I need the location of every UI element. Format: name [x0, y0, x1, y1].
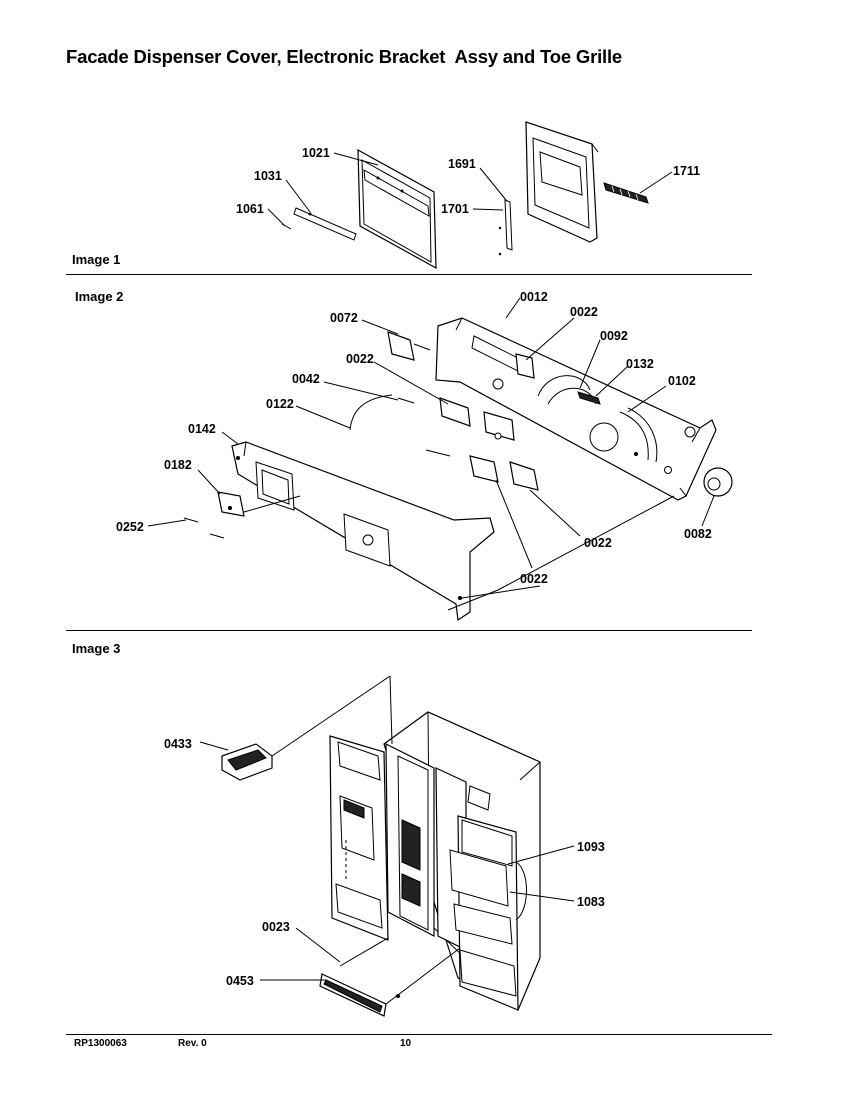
callout-0102: 0102: [668, 374, 696, 388]
part-0022-switch-upper: [439, 353, 535, 441]
part-0132-connector: [577, 391, 601, 405]
callout-0022-c: 0022: [584, 536, 612, 550]
callout-1021: 1021: [302, 146, 330, 160]
callout-0042: 0042: [292, 372, 320, 386]
callout-1093: 1093: [577, 840, 605, 854]
callout-0122: 0122: [266, 397, 294, 411]
footer-doc-number: RP1300063: [74, 1038, 127, 1049]
callout-1701: 1701: [441, 202, 469, 216]
part-1691-1701-bracket: [498, 199, 513, 256]
panel-label-image-2: Image 2: [75, 289, 124, 304]
divider-1: [66, 274, 752, 275]
callout-0092: 0092: [600, 329, 628, 343]
part-0142-toe-plate: [231, 441, 495, 622]
part-dispenser-housing: [525, 121, 599, 243]
callout-0142: 0142: [188, 422, 216, 436]
callout-0453: 0453: [226, 974, 254, 988]
panel-label-image-3: Image 3: [72, 641, 121, 656]
footer-page-number: 10: [400, 1038, 412, 1049]
part-1021-dispenser-cover: [357, 148, 437, 270]
part-0122-wire: [349, 394, 393, 431]
part-0072-capacitor: [387, 331, 431, 361]
callout-0023: 0023: [262, 920, 290, 934]
part-0433-dispenser-grille: [221, 675, 393, 781]
callout-1031: 1031: [254, 169, 282, 183]
callout-0082: 0082: [684, 527, 712, 541]
callout-0022-d: 0022: [520, 572, 548, 586]
callout-1083: 1083: [577, 895, 605, 909]
callout-0072: 0072: [330, 311, 358, 325]
part-1031-trim-strip: [293, 207, 357, 241]
callout-1711: 1711: [673, 164, 700, 178]
part-0012-electronic-bracket: [435, 317, 717, 501]
callout-0012: 0012: [520, 290, 548, 304]
part-0182-bracket: [217, 491, 245, 517]
divider-2: [66, 630, 752, 631]
part-0082-knob: [703, 467, 733, 497]
callout-1691: 1691: [448, 157, 476, 171]
panel-label-image-1: Image 1: [72, 252, 121, 267]
page-title: Facade Dispenser Cover, Electronic Brack…: [66, 46, 622, 67]
refrigerator-assembly: [329, 711, 541, 1011]
callout-0132: 0132: [626, 357, 654, 371]
part-0042-screw: [397, 397, 415, 404]
part-0453-toe-grille: [319, 937, 461, 1017]
footer-rule: [66, 1034, 772, 1035]
callout-0022-a: 0022: [570, 305, 598, 319]
callout-0022-b: 0022: [346, 352, 374, 366]
callout-1061: 1061: [236, 202, 264, 216]
callout-0433: 0433: [164, 737, 192, 751]
footer-revision: Rev. 0: [178, 1038, 207, 1049]
part-1711-grille: [603, 182, 649, 204]
part-0022-switch-lower: [425, 449, 539, 491]
callout-0182: 0182: [164, 458, 192, 472]
part-0252-screws: [183, 517, 225, 539]
callout-0252: 0252: [116, 520, 144, 534]
